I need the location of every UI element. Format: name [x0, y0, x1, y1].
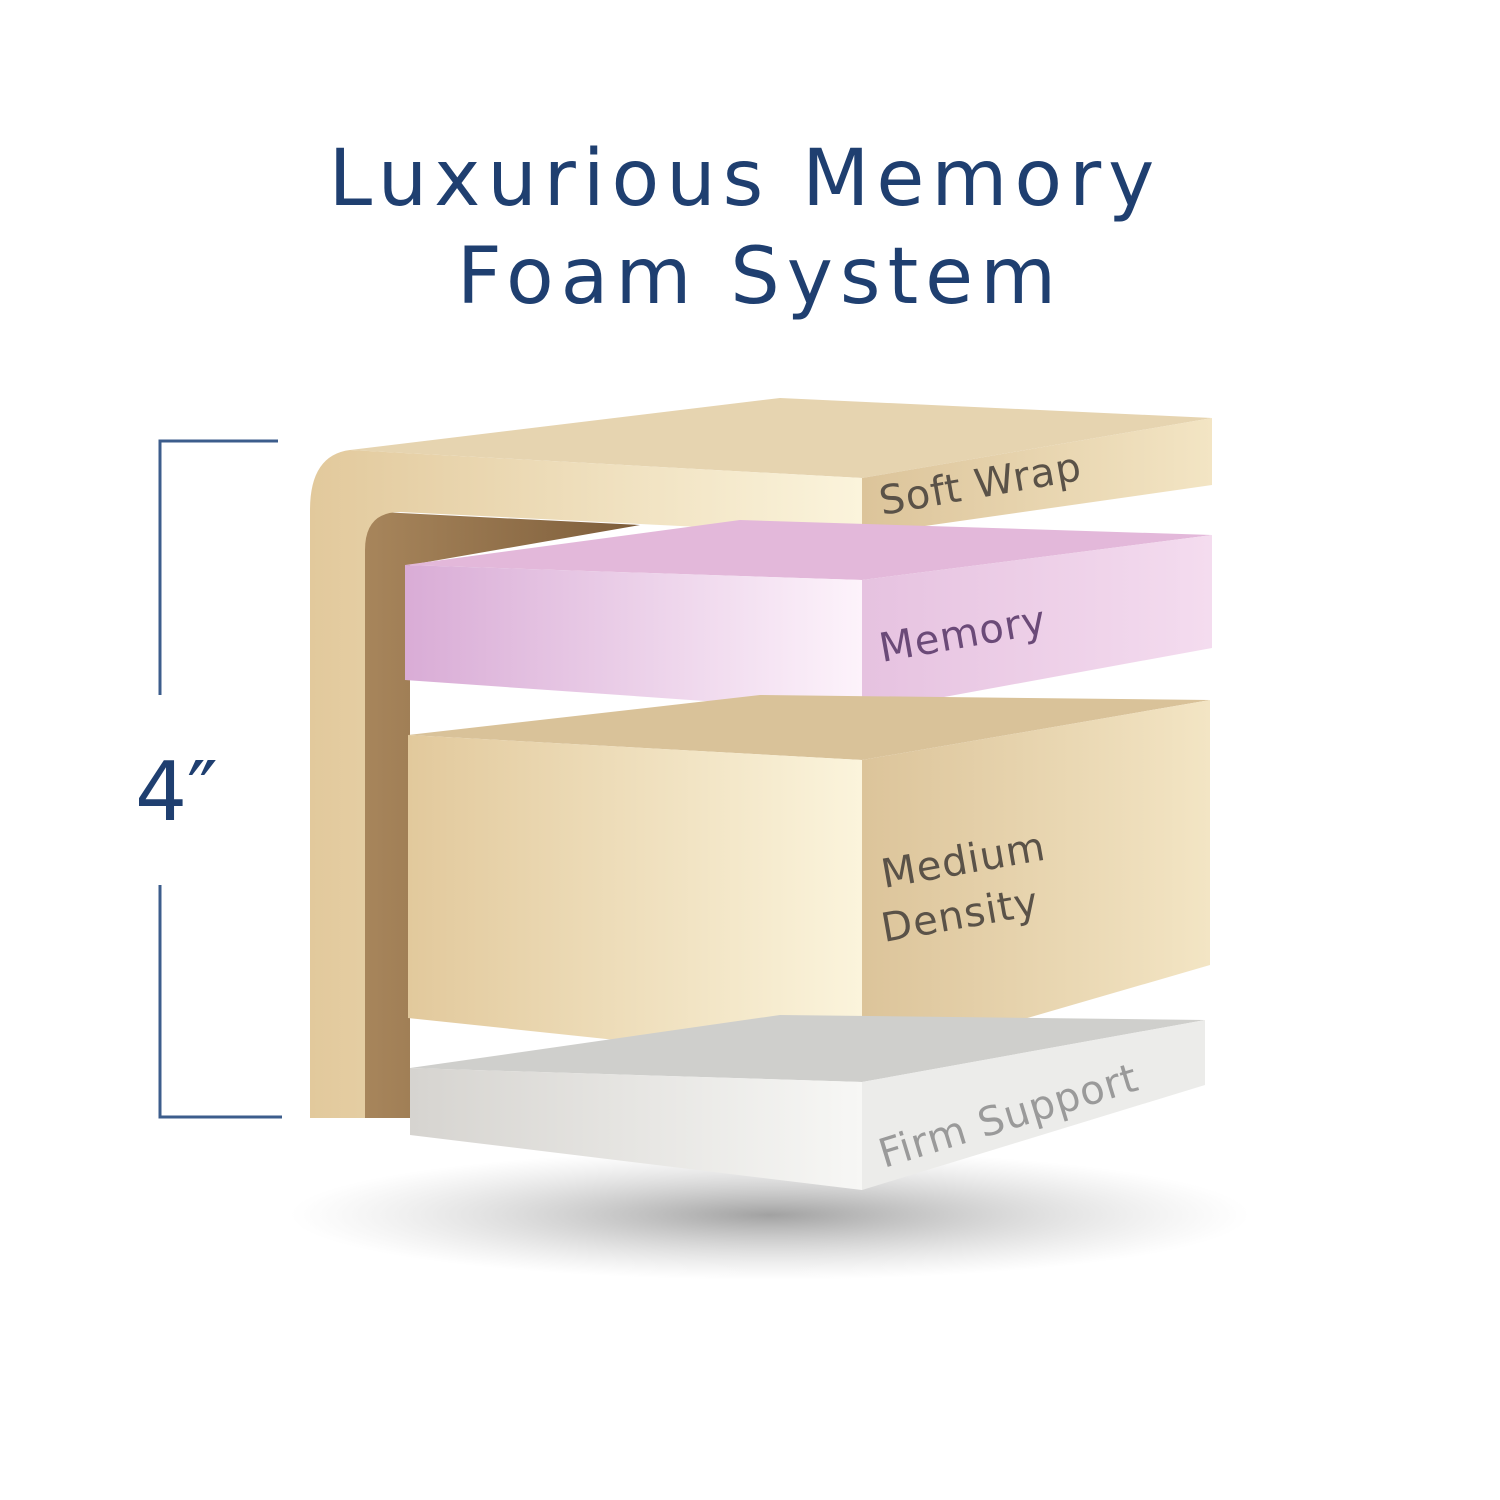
soft-wrap-layer — [310, 398, 1212, 1118]
firm-support-layer — [410, 1015, 1205, 1190]
title-line-2: Foam System — [457, 232, 1063, 322]
memory-layer — [405, 520, 1212, 712]
title-line-1: Luxurious Memory — [329, 134, 1162, 224]
dimension-label: 4″ — [135, 745, 218, 840]
dimension-bracket — [158, 439, 282, 1119]
floor-shadow — [290, 1150, 1250, 1280]
medium-density-layer — [408, 695, 1210, 1066]
